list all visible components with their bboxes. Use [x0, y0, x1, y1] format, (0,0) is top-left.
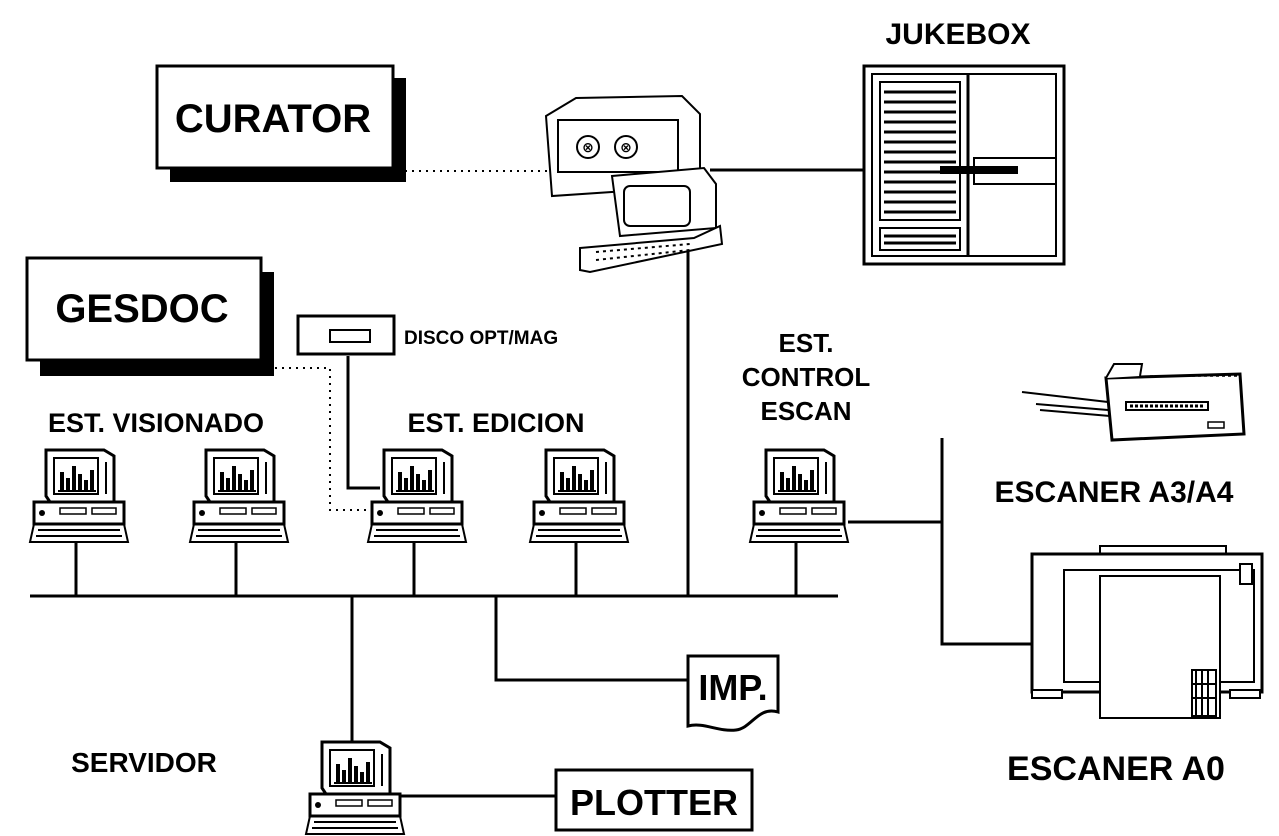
workstation-icon	[368, 450, 466, 542]
wire-disco	[348, 356, 380, 488]
servidor-label: SERVIDOR	[71, 747, 217, 778]
svg-text:⊗: ⊗	[620, 139, 632, 155]
workstation-icon	[30, 450, 128, 542]
jukebox-label: JUKEBOX	[885, 18, 1030, 51]
workstation-icon	[306, 742, 404, 834]
svg-text:⊗: ⊗	[582, 139, 594, 155]
wire-scanner-a0	[942, 522, 1032, 644]
curator-box: CURATOR	[157, 66, 406, 182]
escaner-a0-label: ESCANER A0	[1007, 750, 1225, 788]
est-edicion-label: EST. EDICION	[407, 408, 584, 438]
printer-icon: IMP.	[688, 656, 778, 730]
gesdoc-box: GESDOC	[27, 258, 274, 376]
escaner-a3a4-label: ESCANER A3/A4	[995, 476, 1234, 509]
scanner-a3a4-icon	[1022, 364, 1244, 440]
workstation-icon	[190, 450, 288, 542]
est-visionado-label: EST. VISIONADO	[48, 408, 264, 438]
disk-drive-icon	[298, 316, 394, 354]
est-control-escan-line1: EST.	[779, 328, 834, 358]
est-control-escan-line2: CONTROL	[742, 362, 871, 392]
workstation-icon	[750, 450, 848, 542]
plotter-box: PLOTTER	[556, 770, 752, 830]
imp-label: IMP.	[698, 667, 767, 708]
plotter-label: PLOTTER	[570, 782, 738, 823]
wire-imp	[496, 596, 690, 680]
est-control-escan-line3: ESCAN	[760, 396, 851, 426]
gesdoc-label: GESDOC	[55, 287, 228, 331]
jukebox-icon	[864, 66, 1064, 264]
workstation-icon	[530, 450, 628, 542]
scanner-a0-icon	[1032, 546, 1262, 718]
disco-label: DISCO OPT/MAG	[404, 328, 558, 349]
curator-label: CURATOR	[175, 97, 371, 141]
host-computer-icon: ⊗ ⊗	[546, 96, 722, 272]
wire-scanner-a3a4	[848, 438, 942, 522]
